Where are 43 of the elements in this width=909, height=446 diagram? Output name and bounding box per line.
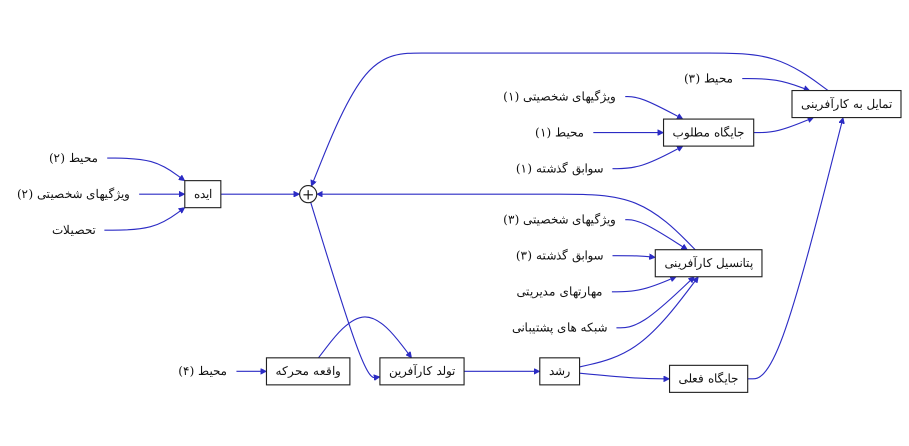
node-box: پتانسیل کارآفرینی (654, 249, 763, 278)
node-text: ویژگیهای شخصیتی (۲) (17, 186, 130, 202)
node-text: محیط (۴) (178, 364, 228, 378)
arrow (754, 117, 814, 134)
arrow (107, 158, 186, 182)
node-box: واقعه محرکه (266, 358, 350, 386)
arrow (625, 219, 688, 250)
arrow (593, 130, 664, 136)
node-text: تحصیلات (52, 223, 96, 238)
arrow (104, 208, 186, 232)
node-box: جایگاه فعلی (668, 365, 748, 394)
node-box: جایگاه مطلوب (662, 118, 754, 147)
arrow (318, 316, 412, 358)
arrow (612, 254, 656, 260)
node-box: ایده (184, 180, 222, 209)
arrow (579, 276, 699, 368)
arrow (139, 191, 186, 198)
arrow (310, 202, 380, 382)
node-box: تمایل به کارآفرینی (791, 90, 902, 118)
node-text: محیط (۲) (48, 150, 98, 166)
node-box: تولد کارآفرین (379, 358, 465, 386)
node-text: مهارتهای مدیریتی (516, 284, 603, 299)
node-text: محیط (۱) (535, 125, 584, 140)
node-text: سوابق گذشته (۱) (516, 161, 604, 176)
arrow (742, 78, 810, 92)
arrow (236, 368, 267, 375)
arrow (316, 191, 696, 250)
arrow (310, 52, 828, 187)
arrow (612, 276, 677, 293)
arrow (220, 191, 300, 198)
node-text: شبکه های پشتیبانی (512, 320, 608, 335)
node-text: ویژگیهای شخصیتی (۱) (503, 89, 616, 104)
arrow (748, 118, 845, 380)
node-text: ویژگیهای شخصیتی (۳) (503, 212, 616, 227)
node-text: سوابق گذشته (۳) (516, 248, 604, 263)
node-circle: + (299, 185, 318, 204)
arrow (625, 96, 684, 120)
arrow (616, 276, 695, 329)
node-text: محیط (۳) (684, 71, 734, 86)
node-box: رشد (539, 358, 580, 386)
arrow (580, 372, 670, 382)
arrow (464, 368, 540, 375)
arrow (612, 146, 684, 170)
